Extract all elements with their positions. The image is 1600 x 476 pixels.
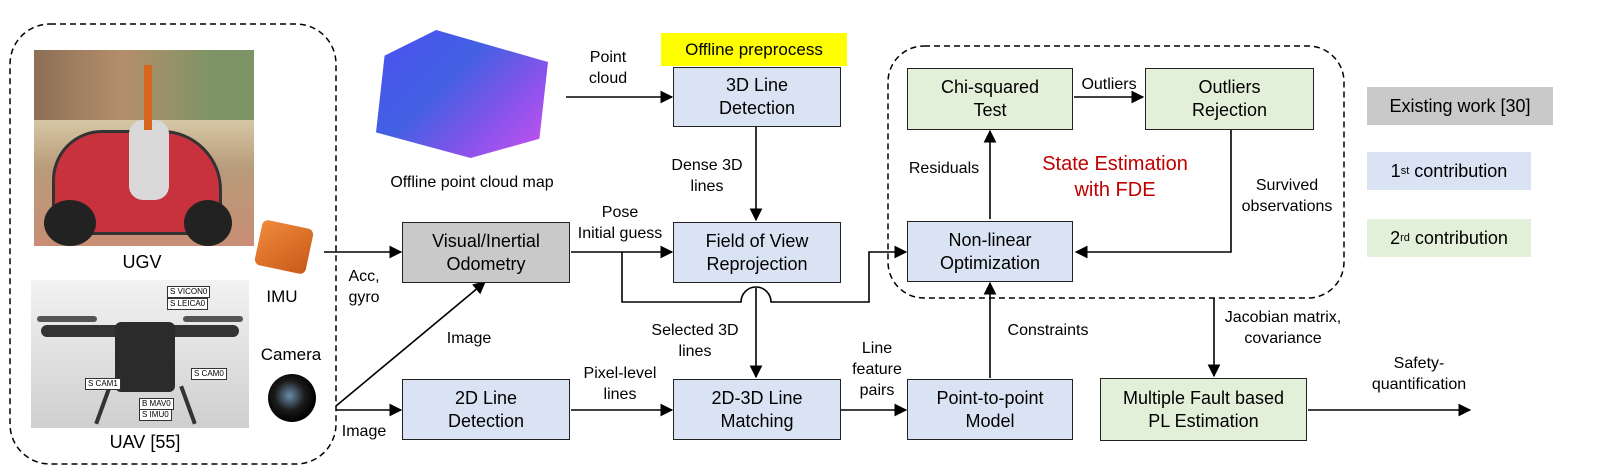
uav-tag-vicon: S VICON0: [167, 286, 211, 298]
map-label: Offline point cloud map: [390, 174, 554, 191]
uav-leg-left: [94, 385, 112, 425]
legend-second-num: 2: [1390, 227, 1401, 248]
label-outliers: Outliers: [1081, 76, 1137, 93]
label-pixel-level-lines: Pixel-level lines: [583, 365, 657, 403]
box-3d-line-detection: 3D Line Detection: [673, 67, 841, 127]
label-pose-initial-guess: Pose Initial guess: [577, 204, 663, 242]
uav-tag-cam0: S CAM0: [191, 368, 227, 380]
ugv-sensor-mast: [144, 65, 152, 130]
ugv-driver: [129, 120, 169, 200]
box-2d-line-detection: 2D Line Detection: [402, 379, 570, 440]
uav-leg-right: [179, 385, 197, 425]
edge-outrej-to-nlo: [1074, 129, 1232, 259]
platform-group-outline: [9, 23, 337, 465]
label-acc-gyro: Acc, gyro: [348, 268, 380, 306]
label-residuals: Residuals: [908, 160, 980, 177]
uav-tag-leica: S LEICA0: [167, 298, 209, 310]
ugv-wheel-rear: [184, 200, 232, 246]
ugv-photo: [34, 50, 254, 246]
box-outliers-rejection: Outliers Rejection: [1145, 68, 1314, 130]
label-line-feature-pairs: Line feature pairs: [852, 340, 902, 399]
legend-first-rest: contribution: [1409, 160, 1508, 181]
legend-first-sup: st: [1400, 165, 1410, 177]
edge-pose-bypass: [621, 245, 908, 303]
state-estimation-label: State Estimation with FDE: [1042, 153, 1188, 201]
label-safety-quantification: Safety- quantification: [1371, 355, 1467, 393]
box-point-to-point-model: Point-to-point Model: [907, 379, 1073, 440]
box-visual-inertial-odometry: Visual/Inertial Odometry: [402, 222, 570, 283]
label-selected-3d-lines: Selected 3D lines: [651, 322, 739, 360]
legend-second-sup: rd: [1400, 232, 1410, 244]
legend-second-rest: contribution: [1409, 227, 1508, 248]
imu-label: IMU: [266, 287, 298, 306]
uav-prop-left: [37, 316, 97, 322]
uav-prop-right: [183, 316, 243, 322]
label-image-upper: Image: [446, 330, 492, 347]
legend-existing-work: Existing work [30]: [1367, 87, 1553, 125]
box-chi-squared-test: Chi-squared Test: [907, 68, 1073, 130]
label-image-lower: Image: [341, 423, 387, 440]
ugv-wheel-front: [44, 200, 96, 246]
uav-tag-imu0: S IMU0: [139, 409, 172, 421]
label-jacobian-covariance: Jacobian matrix, covariance: [1224, 309, 1342, 347]
label-constraints: Constraints: [1007, 322, 1089, 339]
label-point-cloud: Point cloud: [588, 49, 628, 87]
box-pl-estimation: Multiple Fault based PL Estimation: [1100, 378, 1307, 441]
edges: [324, 90, 1472, 417]
box-fov-reprojection: Field of View Reprojection: [673, 222, 841, 283]
uav-tag-cam1: S CAM1: [85, 378, 121, 390]
uav-photo: S VICON0 S LEICA0 S CAM1 S CAM0 B MAV0 S…: [31, 280, 249, 428]
fde-group-outline: [887, 45, 1345, 299]
legend-first-num: 1: [1390, 160, 1401, 181]
box-2d3d-line-matching: 2D-3D Line Matching: [673, 379, 841, 440]
camera-icon: [268, 374, 316, 422]
uav-body: [115, 322, 175, 392]
edge-camera-to-vio: [335, 281, 486, 407]
box-nonlinear-optimization: Non-linear Optimization: [907, 221, 1073, 282]
ugv-label: UGV: [122, 252, 162, 272]
uav-label: UAV [55]: [109, 432, 181, 452]
label-dense-3d-lines: Dense 3D lines: [671, 157, 743, 195]
camera-label: Camera: [260, 345, 322, 364]
offline-preprocess-tag: Offline preprocess: [661, 33, 847, 66]
label-survived-observations: Survived observations: [1241, 177, 1333, 215]
